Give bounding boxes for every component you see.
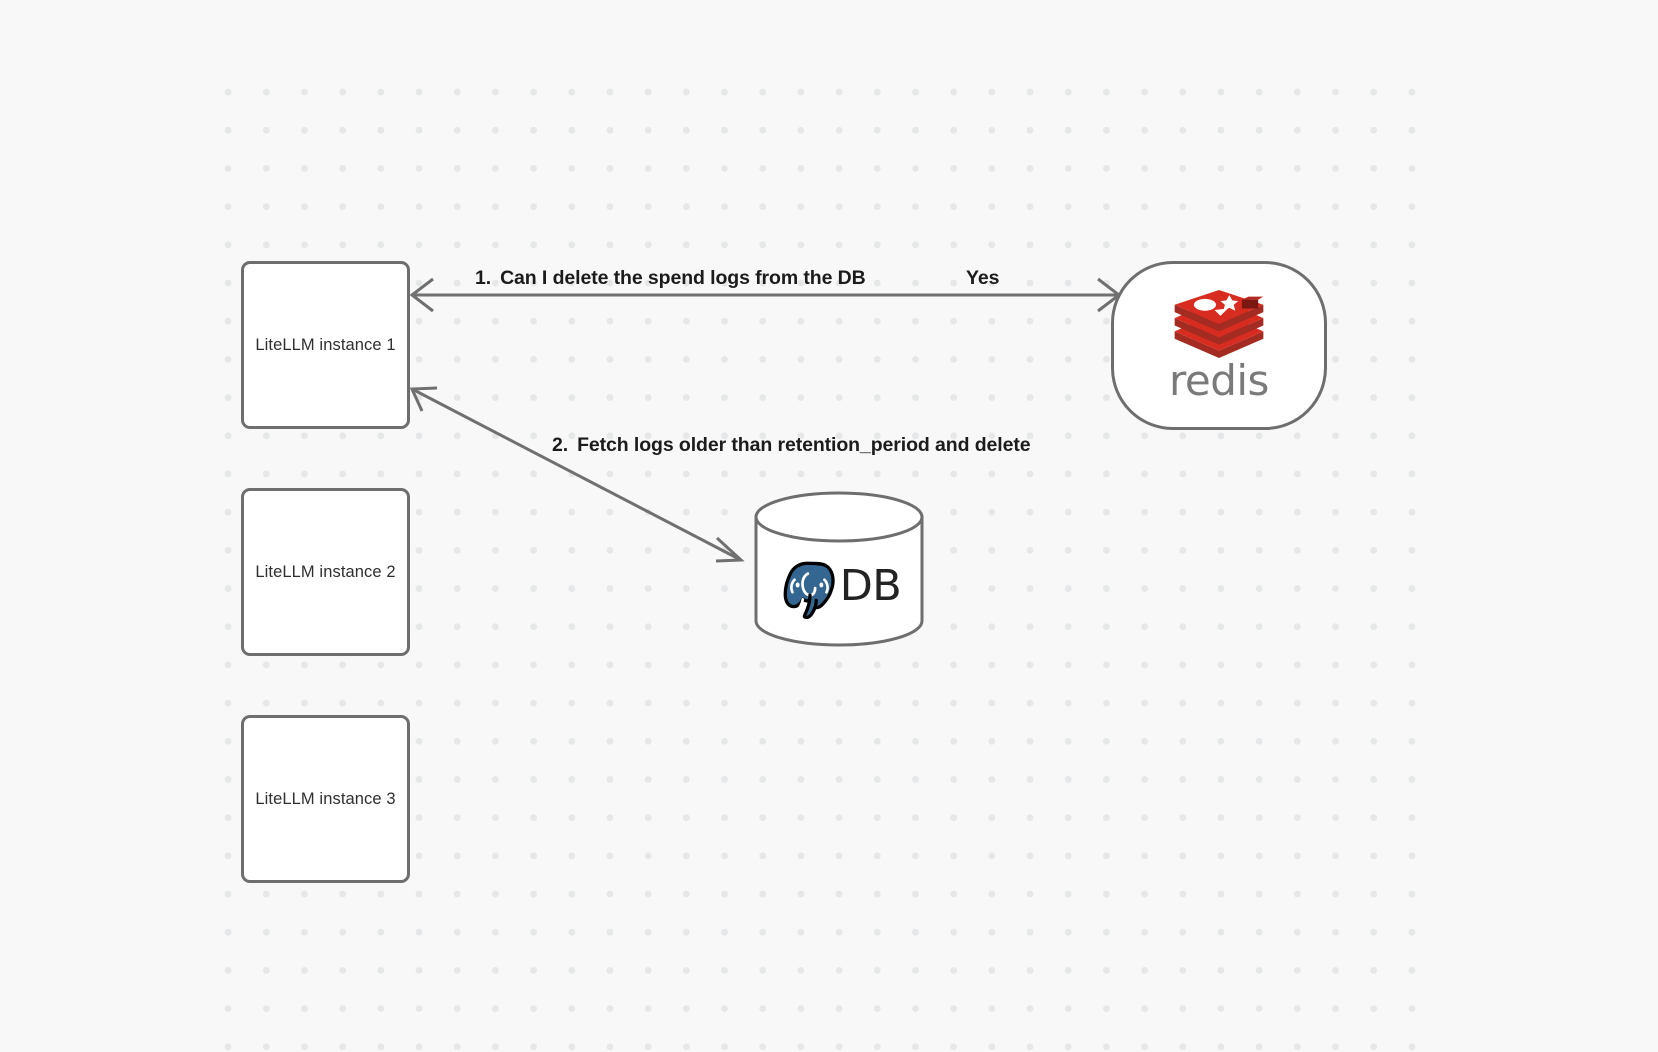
redis-logo-icon (1174, 289, 1264, 358)
node-litellm-instance-2[interactable]: LiteLLM instance 2 (241, 488, 410, 656)
edge-label-yes: Yes (966, 267, 1000, 289)
node-database[interactable]: DB (753, 491, 925, 647)
node-redis[interactable]: redis (1111, 261, 1327, 430)
edge-step-number-1: 1. (475, 267, 492, 289)
node-litellm-instance-3-label: LiteLLM instance 3 (255, 789, 396, 808)
edge-label-step-1: 1. Can I delete the spend logs from the D… (475, 267, 866, 290)
postgresql-elephant-icon (783, 561, 835, 619)
edge-step-number-2: 2. (552, 434, 569, 456)
edge-label-text-1: Can I delete the spend logs from the DB (500, 267, 866, 289)
redis-wordmark: redis (1169, 355, 1269, 405)
edge-label-step-2: 2. Fetch logs older than retention_period… (552, 434, 1031, 457)
diagram-canvas: 1. Can I delete the spend logs from the D… (205, 69, 1417, 1052)
node-litellm-instance-3[interactable]: LiteLLM instance 3 (241, 715, 410, 883)
node-litellm-instance-1[interactable]: LiteLLM instance 1 (241, 261, 410, 429)
node-litellm-instance-1-label: LiteLLM instance 1 (255, 335, 396, 354)
database-label: DB (839, 560, 902, 611)
edge-label-text-2: Fetch logs older than retention_period a… (577, 434, 1031, 456)
edge-db-delete (409, 386, 745, 563)
database-cylinder-shape (754, 491, 924, 647)
node-litellm-instance-2-label: LiteLLM instance 2 (255, 562, 396, 581)
